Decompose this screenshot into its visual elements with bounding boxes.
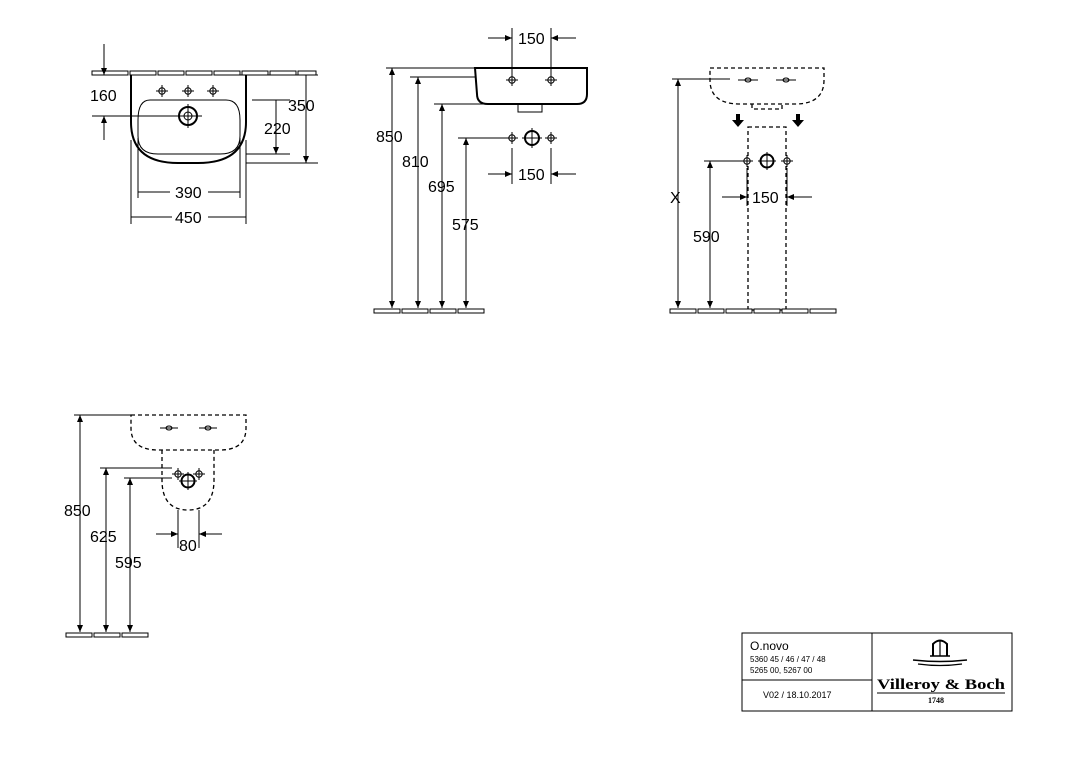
dim-150-pedestal: 150 [752, 190, 779, 207]
dim-575: 575 [452, 217, 479, 234]
basin-outline [130, 75, 247, 164]
dim-850: 850 [376, 129, 403, 146]
half-pedestal-basin-dashed [130, 414, 247, 451]
dim-695: 695 [428, 179, 455, 196]
article-numbers-1: 5360 45 / 46 / 47 / 48 [750, 655, 826, 664]
dim-590: 590 [693, 229, 720, 246]
dim-810: 810 [402, 154, 429, 171]
dim-150-top: 150 [518, 31, 545, 48]
article-numbers-2: 5265 00, 5267 00 [750, 666, 813, 675]
dim-350: 350 [288, 98, 315, 115]
floor-tiles [373, 308, 485, 314]
logo-year: 1748 [928, 696, 944, 705]
floor-tiles [669, 308, 837, 314]
dim-220: 220 [264, 121, 291, 138]
side-view: 150 150 850 810 695 575 [373, 28, 588, 314]
product-name: O.novo [750, 639, 789, 653]
dim-625: 625 [90, 529, 117, 546]
pedestal-basin-dashed [709, 67, 825, 105]
dim-x: X [670, 190, 681, 207]
title-block: O.novo 5360 45 / 46 / 47 / 48 5265 00, 5… [741, 632, 1013, 712]
villeroy-boch-logo: Villeroy & Boch 1748 [877, 639, 1006, 705]
top-view: 160 350 220 390 450 [90, 44, 318, 227]
dim-160: 160 [90, 88, 117, 105]
version-date: V02 / 18.10.2017 [763, 690, 832, 700]
dim-450: 450 [175, 210, 202, 227]
wall-tiles [91, 70, 317, 76]
dim-80: 80 [179, 538, 197, 555]
side-basin [473, 67, 588, 105]
dim-390: 390 [175, 185, 202, 202]
dim-850-half: 850 [64, 503, 91, 520]
pedestal-view: X 590 150 [669, 67, 837, 314]
half-pedestal-view: 850 625 595 80 [64, 414, 247, 638]
floor-tiles [65, 632, 149, 638]
dim-150-bottom: 150 [518, 167, 545, 184]
dim-595: 595 [115, 555, 142, 572]
logo-text: Villeroy & Boch [877, 677, 1006, 693]
bowl-outline [137, 99, 241, 155]
